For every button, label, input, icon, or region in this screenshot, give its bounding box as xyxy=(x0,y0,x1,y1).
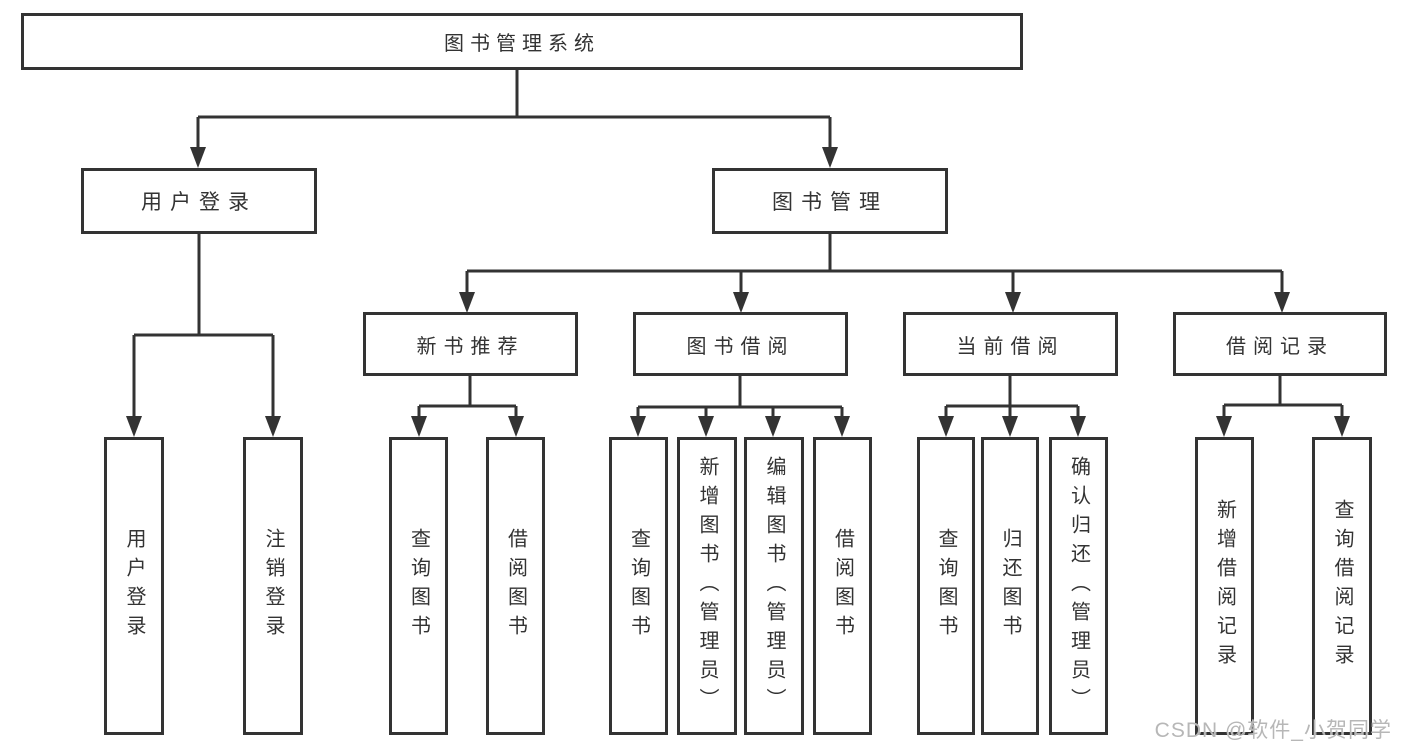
node-label: 归还图书 xyxy=(999,528,1021,644)
leaf-search-books-current: 查询图书 xyxy=(917,437,975,735)
arrowhead-icon xyxy=(459,292,475,313)
node-label: 查询图书 xyxy=(935,528,957,644)
arrowhead-icon xyxy=(1005,292,1021,313)
node-label: 图书借阅 xyxy=(686,335,795,358)
node-borrowing-records: 借阅记录 xyxy=(1173,312,1387,376)
node-label: 借阅记录 xyxy=(1226,335,1334,358)
arrowhead-icon xyxy=(265,416,281,437)
leaf-return-books: 归还图书 xyxy=(981,437,1039,735)
arrowhead-icon xyxy=(733,292,749,313)
arrowhead-icon xyxy=(834,416,850,437)
node-current-borrowing: 当前借阅 xyxy=(903,312,1118,376)
node-new-book-recommendation: 新书推荐 xyxy=(363,312,578,376)
leaf-logout: 注销登录 xyxy=(243,437,303,735)
leaf-search-borrow-record: 查询借阅记录 xyxy=(1312,437,1372,735)
node-label: 查询图书 xyxy=(407,528,430,644)
arrowhead-icon xyxy=(1216,416,1232,437)
node-label: 注销登录 xyxy=(262,528,284,644)
arrowhead-icon xyxy=(1070,416,1086,437)
node-label: 编辑图书（管理员） xyxy=(763,455,785,717)
node-label: 图书管理 xyxy=(772,191,888,214)
leaf-search-books-borrowing: 查询图书 xyxy=(609,437,668,735)
arrowhead-icon xyxy=(508,416,524,437)
arrowhead-icon xyxy=(1002,416,1018,437)
node-label: 图书管理系统 xyxy=(444,33,600,55)
node-label: 用户登录 xyxy=(141,191,257,214)
node-label: 新增图书（管理员） xyxy=(696,455,718,717)
node-library-management-system: 图书管理系统 xyxy=(21,13,1023,70)
arrowhead-icon xyxy=(1334,416,1350,437)
leaf-borrow-books: 借阅图书 xyxy=(813,437,872,735)
leaf-search-books-recommend: 查询图书 xyxy=(389,437,448,735)
leaf-user-login: 用户登录 xyxy=(104,437,164,735)
node-label: 查询图书 xyxy=(627,528,650,644)
node-book-management: 图书管理 xyxy=(712,168,948,234)
node-label: 借阅图书 xyxy=(504,528,527,644)
node-label: 借阅图书 xyxy=(831,528,854,644)
node-label: 新书推荐 xyxy=(416,335,525,358)
arrowhead-icon xyxy=(765,416,781,437)
arrowhead-icon xyxy=(126,416,142,437)
node-label: 查询借阅记录 xyxy=(1331,499,1353,673)
arrowhead-icon xyxy=(190,147,206,168)
leaf-edit-books-admin: 编辑图书（管理员） xyxy=(744,437,804,735)
leaf-add-borrow-record: 新增借阅记录 xyxy=(1195,437,1254,735)
arrowhead-icon xyxy=(411,416,427,437)
node-label: 确认归还（管理员） xyxy=(1067,455,1090,717)
node-book-borrowing: 图书借阅 xyxy=(633,312,848,376)
node-label: 用户登录 xyxy=(123,528,145,644)
node-label: 新增借阅记录 xyxy=(1213,499,1236,673)
arrowhead-icon xyxy=(1274,292,1290,313)
arrowhead-icon xyxy=(630,416,646,437)
arrowhead-icon xyxy=(938,416,954,437)
arrowhead-icon xyxy=(698,416,714,437)
leaf-confirm-return-admin: 确认归还（管理员） xyxy=(1049,437,1108,735)
leaf-add-books-admin: 新增图书（管理员） xyxy=(677,437,737,735)
node-label: 当前借阅 xyxy=(956,335,1065,358)
arrowheads xyxy=(126,147,1350,437)
arrowhead-icon xyxy=(822,147,838,168)
connector-lines xyxy=(132,67,1344,420)
leaf-borrow-books-recommend: 借阅图书 xyxy=(486,437,545,735)
node-user-login: 用户登录 xyxy=(81,168,317,234)
